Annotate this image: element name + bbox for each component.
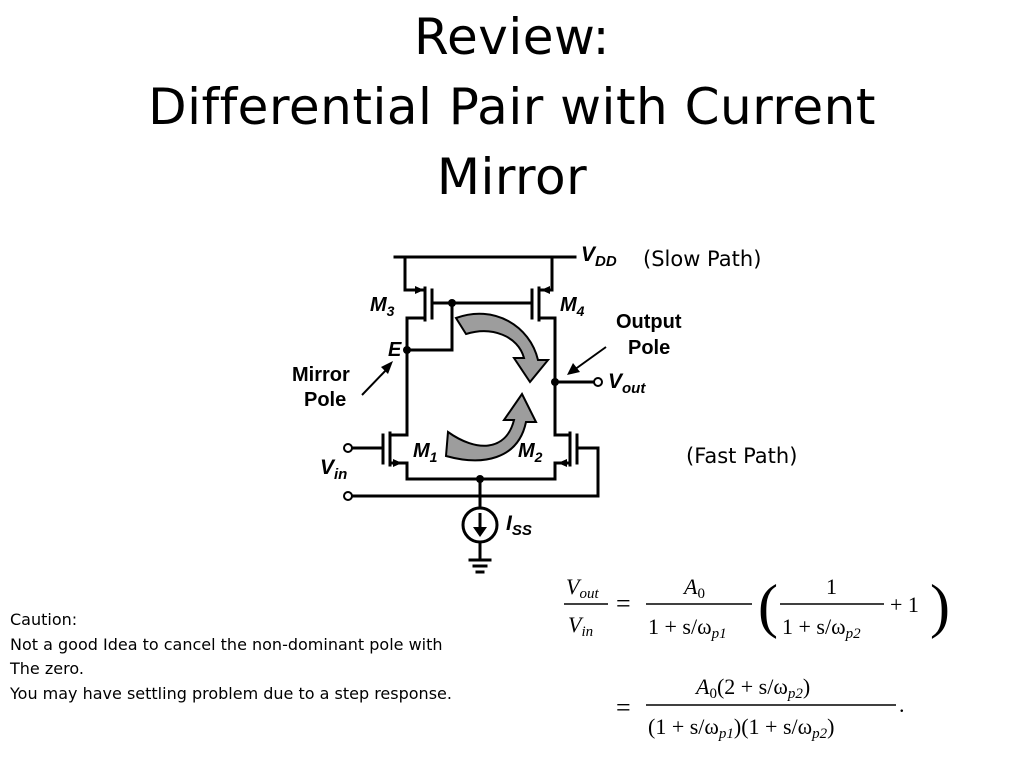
mirror-pole-arrow-icon [381,361,393,374]
m4-label: M4 [560,294,585,319]
caution-line-1: Caution: [10,610,78,629]
formula-equals-1: = [616,589,631,618]
vin-label: Vin [320,456,347,483]
slow-path-arrow-icon [454,312,551,384]
junction-dot [448,299,456,307]
m1-source-arrow-icon [393,459,402,467]
output-node-dot [551,378,559,386]
mirror-pole-pointer [361,367,389,396]
vout-terminal [593,377,603,387]
node-e-label: E [388,339,402,361]
formula-one: 1 [826,574,837,599]
slow-path-label: (Slow Path) [643,247,762,271]
m3-label: M3 [370,294,395,319]
formula-a0: A0 [682,574,705,602]
vin-plus-terminal [343,443,353,453]
m4-source-arrow-icon [541,286,550,294]
caution-line-2: Not a good Idea to cancel the non-domina… [10,634,443,654]
formula-den2: 1 + s/ωp2 [782,614,861,642]
m2-label: M2 [518,440,543,465]
output-pole-arrow-icon [567,363,580,375]
mirror-pole-label-line2: Pole [304,389,346,411]
formula-open-paren: ( [758,573,778,639]
title-line-2: Differential Pair with Current [148,78,876,136]
output-pole-label-line2: Pole [628,337,670,359]
iss-label: ISS [506,512,532,539]
caution-line-4: You may have settling problem due to a s… [10,683,452,703]
output-pole-pointer [573,346,607,371]
formula-equals-2: = [616,693,631,722]
formula-num2: A0(2 + s/ωp2) [694,674,810,702]
fast-path-arrow-icon [444,392,538,462]
formula-period: . [899,692,905,717]
slide-title: Review: Differential Pair with Current M… [0,2,1024,212]
m2-source-arrow-icon [558,459,567,467]
title-line-3: Mirror [436,148,588,206]
vdd-label: VDD [581,243,617,270]
mirror-pole-label-line1: Mirror [292,364,350,386]
current-source-arrow-head [473,527,487,537]
output-pole-label-line1: Output [616,311,682,333]
formula-vin: Vin [568,612,593,640]
vin-minus-terminal [343,491,353,501]
node-e-dot [403,346,411,354]
m1-label: M1 [413,440,438,465]
caution-line-3: The zero. [10,659,84,678]
circuit-diagram: VDD M3 M4 E Mirror Pole Output Pole Vout… [292,243,682,574]
formula-close-paren: ) [930,573,950,639]
formula-den1: 1 + s/ωp1 [648,614,727,642]
tail-node-dot [476,475,484,483]
title-line-1: Review: [413,8,610,66]
formula-plus-one: + 1 [890,592,919,617]
m3-source-arrow-icon [415,286,424,294]
transfer-function-formula: Vout Vin = A0 1 + s/ωp1 ( 1 1 + s/ωp2 + … [564,573,950,742]
caution-note: Caution: Not a good Idea to cancel the n… [10,608,570,706]
formula-den3: (1 + s/ωp1)(1 + s/ωp2) [648,714,834,742]
fast-path-label: (Fast Path) [686,444,798,468]
formula-vout: Vout [566,574,599,602]
vout-label: Vout [608,370,646,397]
